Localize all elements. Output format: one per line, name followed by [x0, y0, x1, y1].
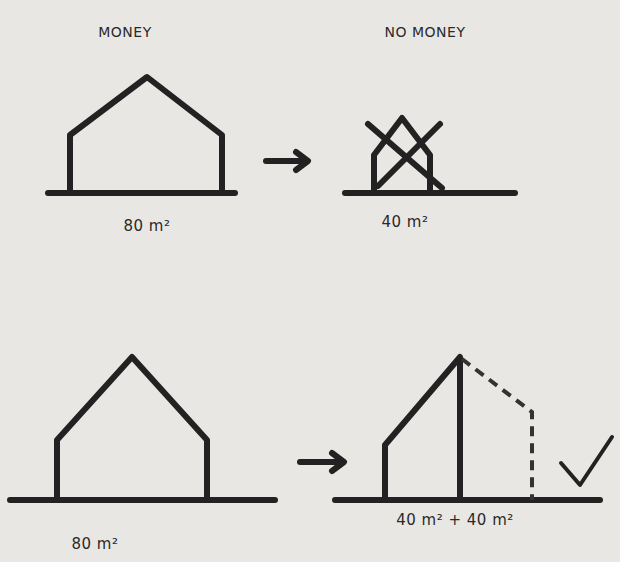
area-label: 80 m² — [124, 217, 171, 235]
house-outline — [385, 357, 460, 500]
ground-line — [10, 497, 275, 503]
cross-mark — [368, 124, 442, 188]
ground-line — [335, 497, 600, 503]
future-extension — [462, 359, 532, 500]
house-outline — [70, 77, 222, 193]
check-mark — [561, 437, 612, 485]
ground-line — [48, 190, 235, 196]
column-heading: MONEY — [98, 24, 151, 40]
house-outline — [57, 357, 207, 500]
column-heading: NO MONEY — [385, 24, 466, 40]
area-label: 80 m² — [72, 535, 119, 553]
arrow-symbol — [300, 453, 344, 471]
arrow-symbol — [266, 152, 308, 170]
area-label: 40 m² + 40 m² — [396, 511, 514, 529]
area-label: 40 m² — [382, 213, 429, 231]
cross-mark — [378, 124, 440, 186]
